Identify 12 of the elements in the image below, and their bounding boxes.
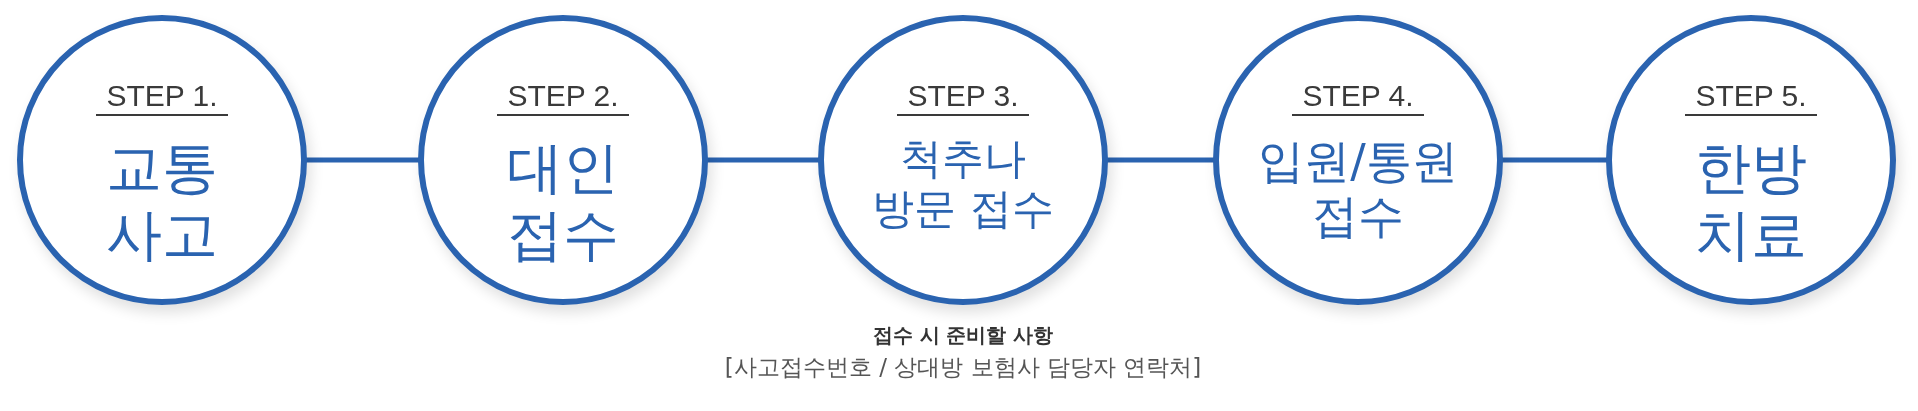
step-title: 교통 사고 [105,134,219,269]
step-title: 한방 치료 [1694,134,1808,269]
note-heading: 접수 시 준비할 사항 [872,322,1054,349]
step-title: 대인 접수 [506,134,620,269]
step-title: 입원/통원 접수 [1257,134,1459,245]
step-title: 척추나 방문 접수 [871,134,1055,235]
step-label: STEP 3. [897,79,1029,116]
step-label: STEP 1. [96,79,228,116]
step-label: STEP 2. [497,79,629,116]
step-label: STEP 5. [1685,79,1817,116]
note-text: [사고접수번호 / 상대방 보험사 담당자 연락처] [724,353,1202,382]
step-label: STEP 4. [1292,79,1424,116]
